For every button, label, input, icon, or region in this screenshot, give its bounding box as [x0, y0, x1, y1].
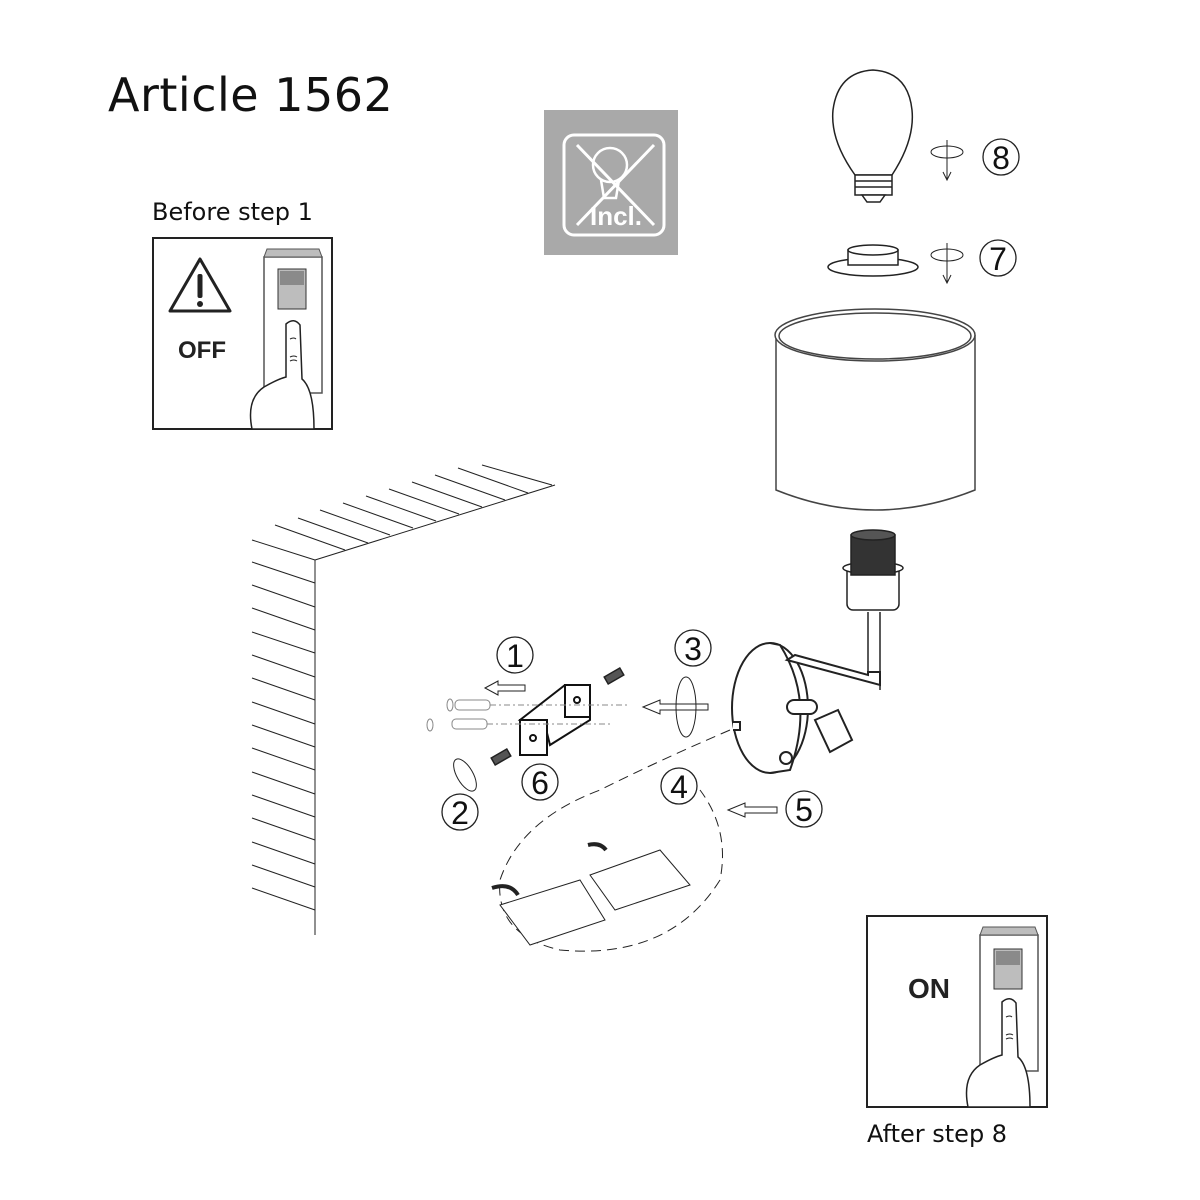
rotate-icon — [453, 676, 697, 792]
screws — [490, 667, 625, 766]
step-8-label: 8 — [992, 140, 1010, 176]
rotate-down-icon — [930, 140, 964, 285]
wall-base — [731, 642, 881, 774]
before-step-caption: Before step 1 — [152, 198, 313, 226]
step-6-label: 6 — [531, 765, 549, 801]
power-state-label: ON — [908, 973, 950, 1004]
step-3-label: 3 — [684, 631, 702, 667]
arrow-left-icon — [483, 680, 778, 818]
page-title: Article 1562 — [108, 68, 394, 122]
lamp-socket — [842, 529, 904, 690]
power-on-panel: ON — [866, 915, 1048, 1108]
pointing-hand-icon — [965, 998, 1031, 1108]
power-state-label: OFF — [178, 337, 226, 364]
lamp-shade — [774, 308, 976, 511]
after-step-caption: After step 8 — [867, 1120, 1008, 1148]
warning-triangle-icon — [168, 257, 232, 313]
bulb-not-included-icon: Incl. — [562, 133, 666, 237]
wall-plugs — [426, 698, 630, 732]
step-7-label: 7 — [989, 241, 1007, 277]
shade-ring — [827, 244, 919, 277]
terminal-blocks — [491, 729, 731, 952]
incl-text: Incl. — [590, 201, 642, 231]
step-5-label: 5 — [795, 792, 813, 828]
step-2-label: 2 — [451, 795, 469, 831]
mounting-bracket — [517, 684, 591, 756]
step-markers — [441, 138, 1020, 831]
step-4-label: 4 — [670, 769, 688, 805]
light-bulb — [831, 69, 914, 203]
bulb-not-included-badge: Incl. — [544, 110, 678, 255]
power-off-panel: OFF — [152, 237, 333, 430]
pointing-hand-icon — [249, 320, 315, 430]
step-1-label: 1 — [506, 638, 524, 674]
wall — [251, 464, 556, 935]
